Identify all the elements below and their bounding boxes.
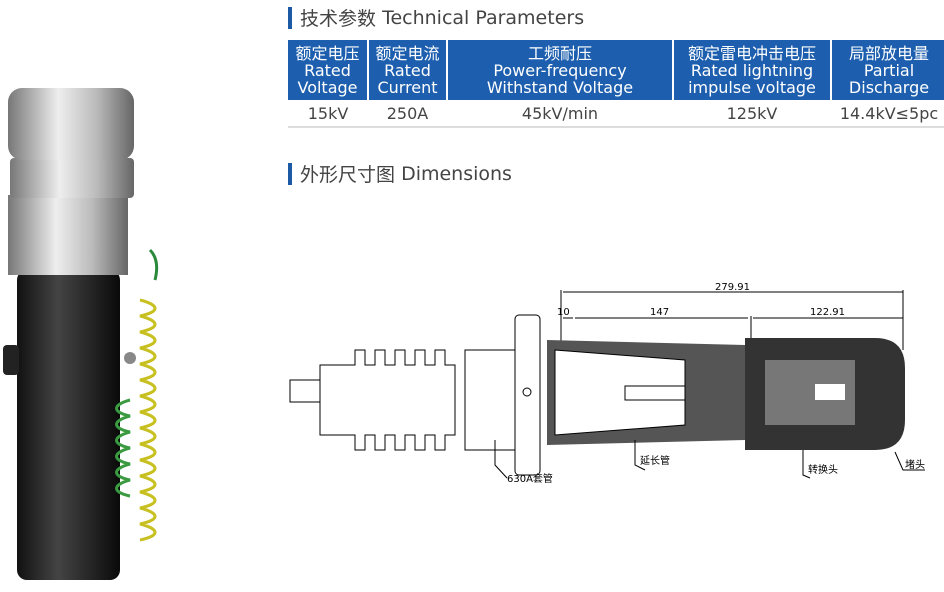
stud <box>289 379 321 403</box>
dimension-values: 279.91 10 147 122.91 630A套管 延长管 转换头 堵头 <box>507 282 925 485</box>
dim-147: 147 <box>650 307 669 318</box>
heading-cn: 外形尺寸图 <box>300 164 396 186</box>
label-bushing: 630A套管 <box>507 472 553 485</box>
label-plug: 堵头 <box>905 458 925 471</box>
heading-bar <box>288 162 292 185</box>
cell: 15kV <box>288 100 368 128</box>
heading-en: Technical Parameters <box>382 6 585 29</box>
table-row: 15kV 250A 45kV/min 125kV 14.4kV≤5pc <box>288 100 944 128</box>
cell: 45kV/min <box>447 100 673 128</box>
label-adapter: 转换头 <box>808 463 838 476</box>
label-extension: 延长管 <box>640 454 670 467</box>
dimension-drawing: 279.91 10 147 122.91 630A套管 延长管 转换头 堵头 <box>289 282 925 485</box>
technical-parameters-heading: 技术参数 Technical Parameters <box>288 4 584 31</box>
heading-en: Dimensions <box>401 162 512 185</box>
cell: 14.4kV≤5pc <box>831 100 944 128</box>
cell: 125kV <box>673 100 831 128</box>
bushing-sheds <box>319 349 456 451</box>
flange <box>514 314 541 476</box>
dim-122: 122.91 <box>810 307 845 318</box>
heading-bar <box>288 6 292 29</box>
dim-10: 10 <box>557 307 570 318</box>
dim-overall: 279.91 <box>715 282 750 293</box>
product-photo <box>3 88 159 580</box>
heading-cn: 技术参数 <box>300 8 377 30</box>
dimensions-heading: 外形尺寸图 Dimensions <box>288 160 512 187</box>
cell: 250A <box>368 100 447 128</box>
